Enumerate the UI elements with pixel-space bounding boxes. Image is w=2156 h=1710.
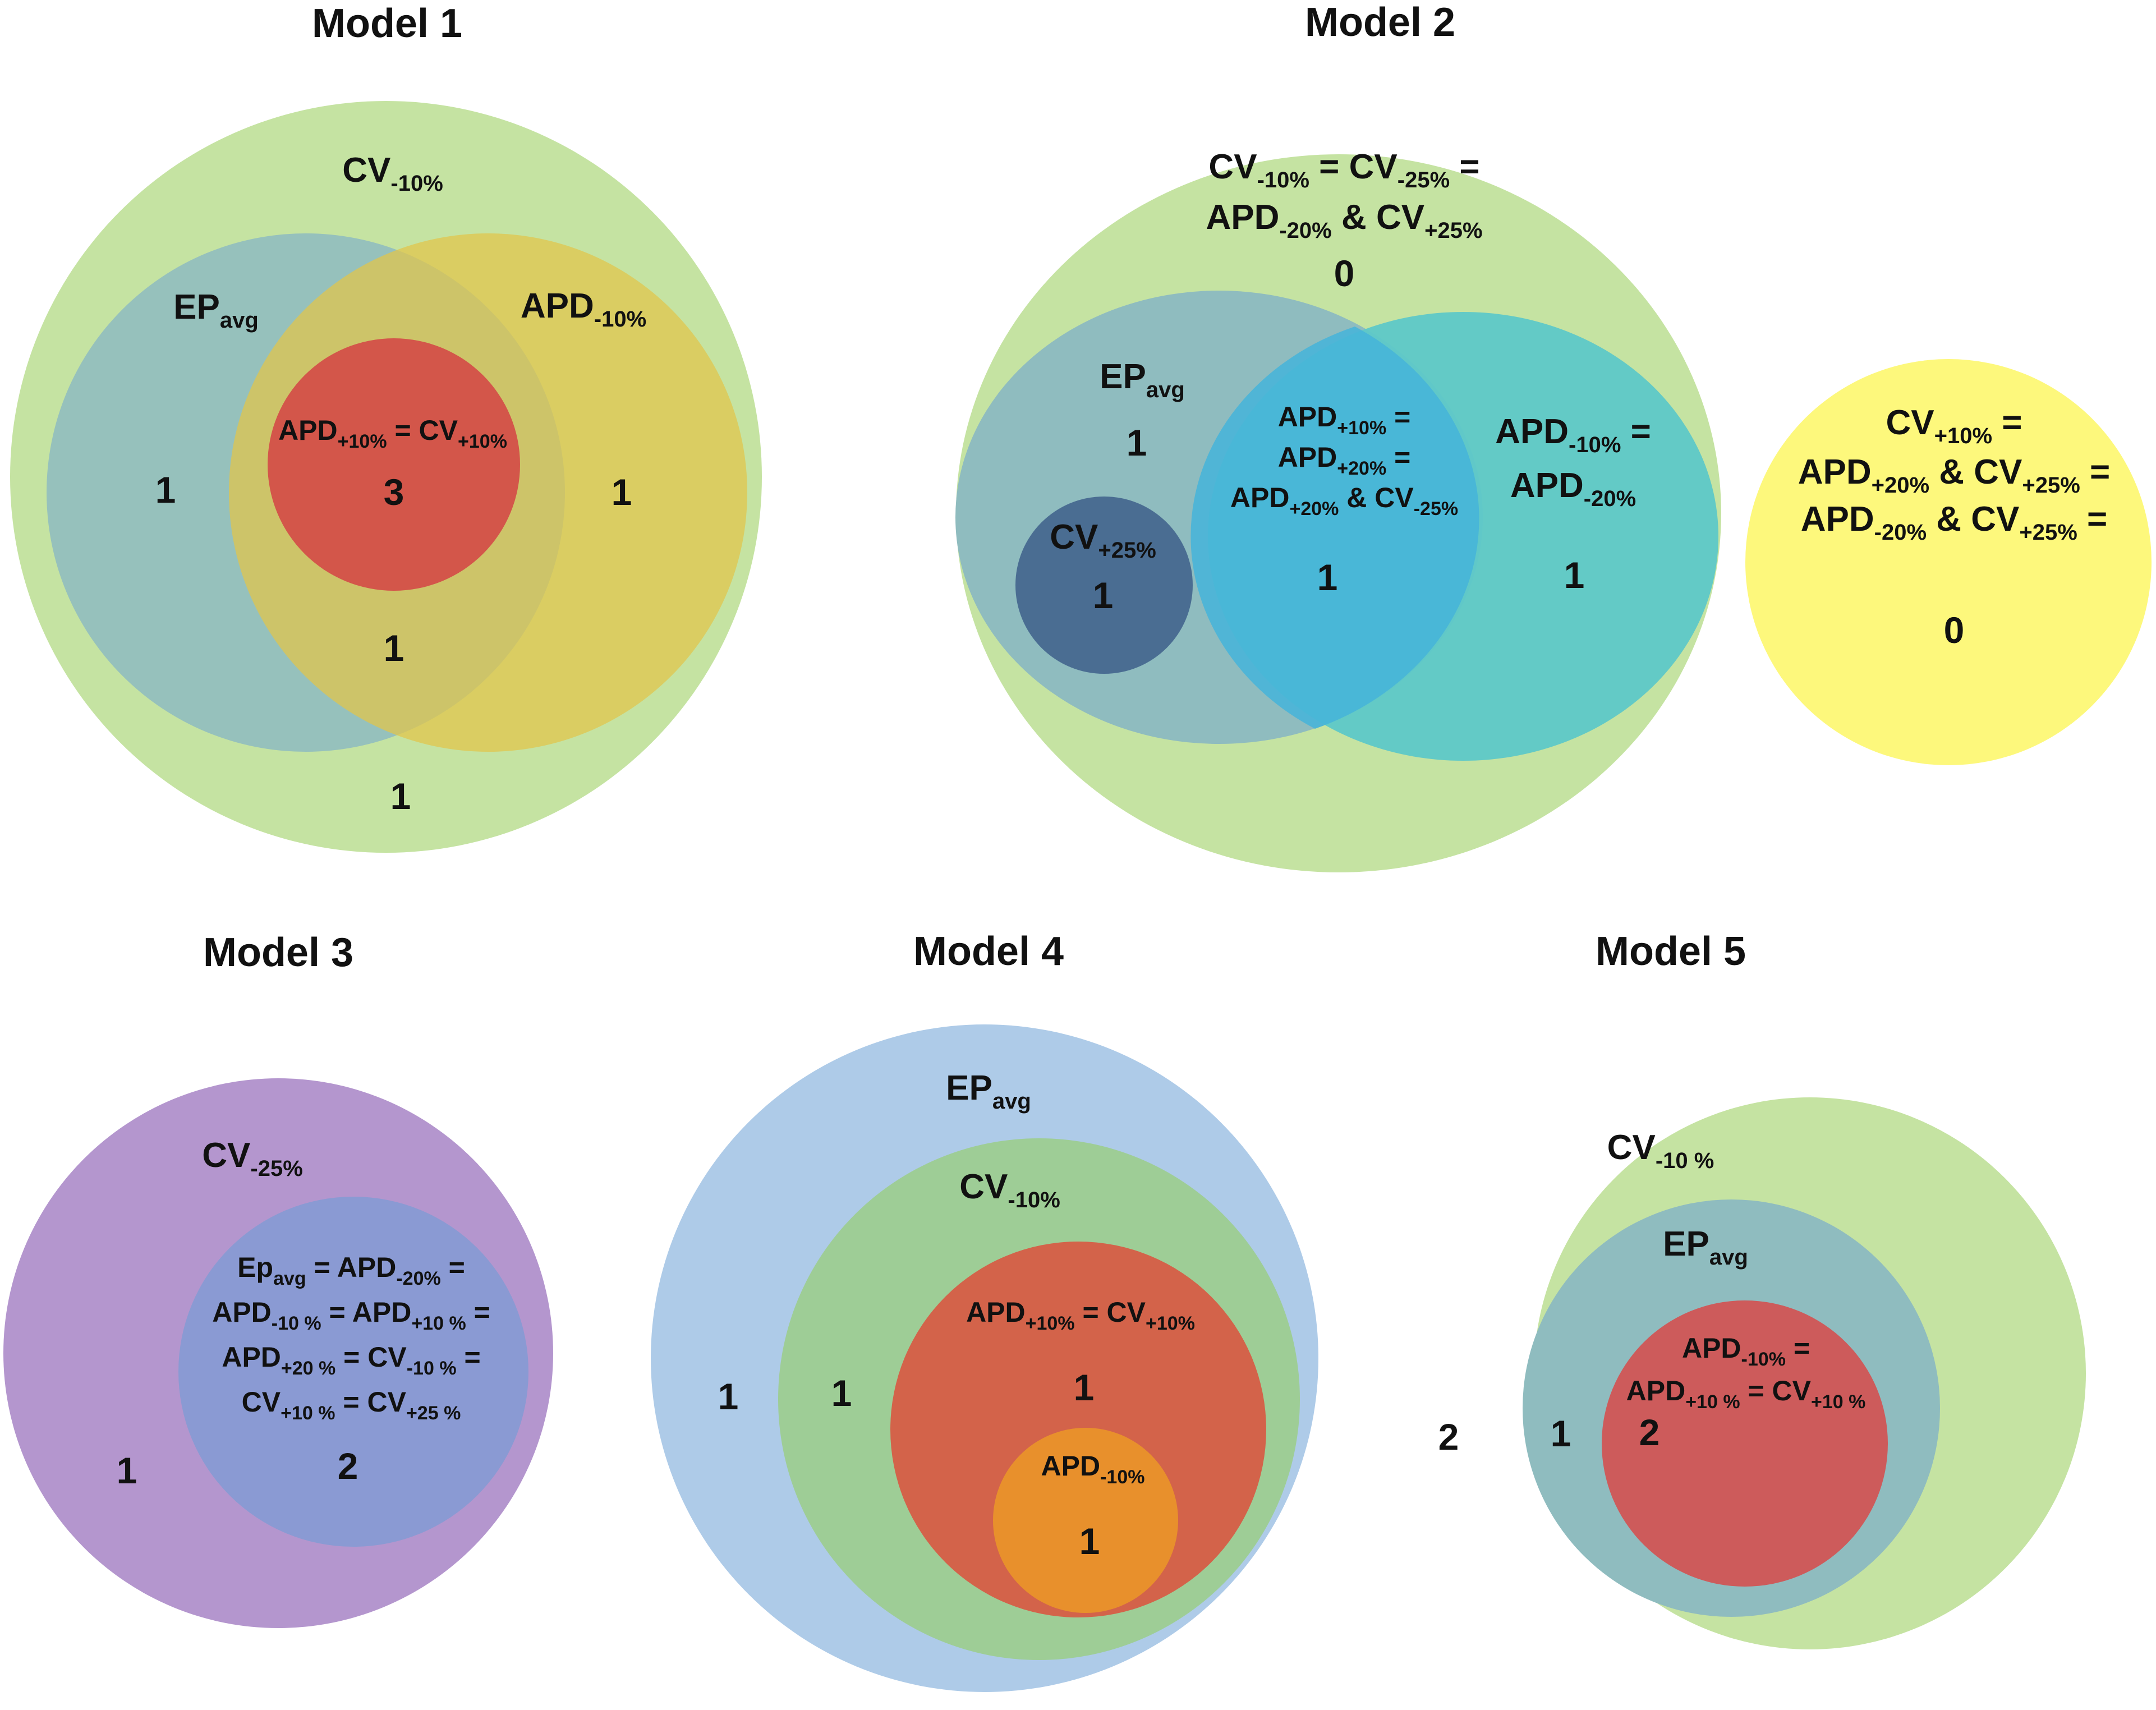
model-3-label-cv-minus25: CV-25% bbox=[202, 1136, 303, 1181]
model-2-label-cv-group-line2: APD-20% & CV+25% bbox=[1206, 198, 1482, 243]
model-1-label-apd-minus10: APD-10% bbox=[521, 287, 646, 332]
model-4-title: Model 4 bbox=[913, 929, 1064, 974]
model-4-label-apd-minus10: APD-10% bbox=[1041, 1450, 1145, 1488]
model-3-label-inner-line2: APD-10 % = APD+10 % = bbox=[212, 1297, 490, 1334]
model-4-count-ep-avg: 1 bbox=[718, 1376, 739, 1417]
model-4-label-ep-avg: EPavg bbox=[946, 1069, 1031, 1114]
model-4-count-apd-minus10: 1 bbox=[1079, 1520, 1100, 1562]
model-5-label-apd-line1: APD-10% = bbox=[1682, 1332, 1810, 1370]
model-1-count-ep-only: 1 bbox=[155, 469, 176, 511]
model-5: Model 5 CV-10 % 2 EPavg 1 APD-10% = APD+… bbox=[1438, 929, 2086, 1649]
model-2-count-yellow: 0 bbox=[1944, 609, 1965, 651]
model-5-title: Model 5 bbox=[1596, 929, 1746, 974]
model-3-label-inner-line3: APD+20 % = CV-10 % = bbox=[222, 1341, 480, 1379]
model-2-set-apd-plus10-group bbox=[1190, 327, 1479, 729]
model-1-count-intersection: 1 bbox=[384, 627, 404, 669]
model-2-label-cv-plus25: CV+25% bbox=[1050, 518, 1156, 563]
model-2-label-cv-group-line1: CV-10% = CV-25% = bbox=[1208, 148, 1479, 192]
model-3-label-inner-line1: Epavg = APD-20% = bbox=[237, 1252, 465, 1289]
model-1-count-apd-only: 1 bbox=[612, 471, 632, 513]
model-2: Model 2 CV-10% = CV-25% = APD-20% & CV+2… bbox=[955, 0, 2152, 872]
model-1-count-center: 3 bbox=[384, 471, 404, 513]
model-2-label-apd-minus-line1: APD-10% = bbox=[1495, 412, 1651, 457]
model-2-label-apd-group-line2: APD+20% = bbox=[1278, 442, 1411, 479]
model-5-count-ep-avg: 1 bbox=[1551, 1413, 1571, 1454]
model-1: Model 1 CV-10% EPavg APD-10% APD+10% = C… bbox=[10, 1, 762, 853]
model-3-count-cv-minus25: 1 bbox=[117, 1450, 137, 1491]
model-1-label-cv-minus10: CV-10% bbox=[342, 151, 443, 196]
model-2-label-apd-group-line3: APD+20% & CV-25% bbox=[1230, 482, 1458, 520]
model-3-set-ep-avg-group bbox=[178, 1197, 528, 1547]
model-2-count-cv-plus25: 1 bbox=[1093, 574, 1114, 616]
model-2-count-apd-group: 1 bbox=[1317, 557, 1338, 598]
model-4: Model 4 EPavg 1 CV-10% 1 APD+10% = CV+10… bbox=[651, 929, 1318, 1692]
model-4-set-apd-minus10 bbox=[993, 1428, 1178, 1613]
model-5-set-apd-group bbox=[1602, 1300, 1888, 1587]
model-2-title: Model 2 bbox=[1305, 0, 1455, 45]
model-3-label-inner-line4: CV+10 % = CV+25 % bbox=[242, 1386, 461, 1424]
model-5-count-cv-minus10: 2 bbox=[1438, 1416, 1459, 1458]
model-2-count-apd-minus: 1 bbox=[1564, 554, 1585, 596]
model-4-label-cv-minus10: CV-10% bbox=[959, 1167, 1060, 1212]
model-2-label-yellow-line1: CV+10% = bbox=[1886, 403, 2022, 448]
model-4-label-apd-plus10-cv-plus10: APD+10% = CV+10% bbox=[966, 1297, 1195, 1334]
model-2-set-cv-plus10-group bbox=[1745, 359, 2152, 765]
model-5-label-ep-avg: EPavg bbox=[1663, 1225, 1748, 1270]
model-5-label-cv-minus10: CV-10 % bbox=[1607, 1128, 1714, 1173]
model-2-count-ep-avg: 1 bbox=[1127, 422, 1147, 463]
model-3-title: Model 3 bbox=[203, 930, 353, 975]
model-2-label-yellow-line3: APD-20% & CV+25% = bbox=[1801, 500, 2108, 545]
model-4-count-cv-minus10: 1 bbox=[831, 1372, 852, 1414]
model-5-count-apd-group: 2 bbox=[1639, 1412, 1660, 1453]
model-2-label-ep-avg: EPavg bbox=[1100, 357, 1185, 402]
model-1-label-apd-plus10-cv-plus10: APD+10% = CV+10% bbox=[278, 415, 507, 452]
model-1-title: Model 1 bbox=[312, 1, 462, 46]
model-4-count-apd-plus10: 1 bbox=[1074, 1367, 1095, 1408]
model-1-label-ep-avg: EPavg bbox=[173, 288, 259, 333]
model-2-label-yellow-line2: APD+20% & CV+25% = bbox=[1798, 453, 2111, 498]
model-2-label-apd-group-line1: APD+10% = bbox=[1278, 401, 1411, 439]
model-3: Model 3 CV-25% 1 Epavg = APD-20% = APD-1… bbox=[3, 930, 553, 1628]
model-2-set-cv-plus25 bbox=[1015, 497, 1193, 674]
model-2-label-apd-minus-line2: APD-20% bbox=[1510, 466, 1636, 511]
model-3-count-inner: 2 bbox=[338, 1445, 358, 1487]
model-1-set-apd-plus10-cv-plus10 bbox=[268, 338, 520, 591]
model-2-count-cv-group: 0 bbox=[1334, 252, 1355, 294]
model-5-label-apd-line2: APD+10 % = CV+10 % bbox=[1626, 1375, 1866, 1413]
model-1-count-cv-only: 1 bbox=[390, 775, 411, 817]
